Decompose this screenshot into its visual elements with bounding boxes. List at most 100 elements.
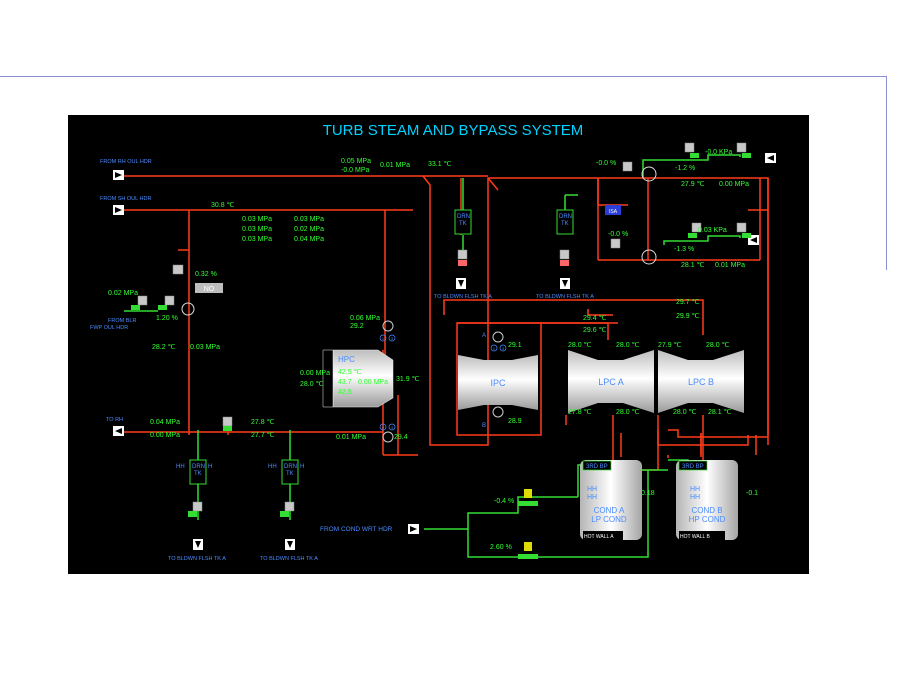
svg-text:-1.3 %: -1.3 % xyxy=(674,246,694,253)
svg-text:42.5 ℃: 42.5 ℃ xyxy=(338,369,362,376)
svg-text:HH: HH xyxy=(268,464,277,470)
svg-text:29.6 ℃: 29.6 ℃ xyxy=(583,327,607,334)
svg-text:4: 4 xyxy=(391,425,394,430)
svg-text:HH: HH xyxy=(587,486,597,493)
svg-text:HH: HH xyxy=(176,464,185,470)
ipc-valve-a-label: A xyxy=(482,333,486,339)
svg-text:0.18: 0.18 xyxy=(641,490,655,497)
svg-text:0.04 MPa: 0.04 MPa xyxy=(294,236,324,243)
svg-text:0.00 MPa: 0.00 MPa xyxy=(300,370,330,377)
to-bldwn-1-label: TO BLDWN FLSH TK A xyxy=(434,294,492,300)
svg-text:2.60 %: 2.60 % xyxy=(490,544,512,551)
svg-text:-0.0 KPa: -0.0 KPa xyxy=(705,149,732,156)
condenser-a-text: 3RD BP HH HH COND A LP COND HOT WALL A xyxy=(584,464,627,540)
steam-pipes xyxy=(124,175,769,471)
svg-text:DRN: DRN xyxy=(192,464,205,470)
hpc-label: HPC xyxy=(338,355,355,364)
to-bldwn-2-label: TO BLDWN FLSH TK A xyxy=(536,294,594,300)
lpc-b-label: LPC B xyxy=(688,377,714,387)
svg-text:COND B: COND B xyxy=(691,506,722,515)
ipc-label: IPC xyxy=(490,378,506,388)
svg-text:TK: TK xyxy=(194,471,202,477)
svg-text:COND A: COND A xyxy=(594,506,625,515)
condenser-b-text: 3RD BP HH HH COND B HP COND HOT WALL B xyxy=(680,464,726,540)
svg-text:31.9 ℃: 31.9 ℃ xyxy=(396,376,420,383)
svg-text:0.05 MPa: 0.05 MPa xyxy=(341,158,371,165)
svg-text:DRN: DRN xyxy=(284,464,297,470)
from-sh-label: FROM SH OUL HDR xyxy=(100,196,151,202)
svg-text:H: H xyxy=(208,464,212,470)
svg-text:TK: TK xyxy=(286,471,294,477)
svg-text:28.1 ℃: 28.1 ℃ xyxy=(681,262,705,269)
svg-text:43.7: 43.7 xyxy=(338,379,352,386)
svg-text:0.03 MPa: 0.03 MPa xyxy=(190,344,220,351)
svg-text:0.06 MPa: 0.06 MPa xyxy=(350,315,380,322)
svg-text:33.1 ℃: 33.1 ℃ xyxy=(428,161,452,168)
drain-tanks xyxy=(189,209,574,485)
valves[interactable] xyxy=(131,142,751,559)
lpc-a-turbine xyxy=(568,350,654,413)
svg-text:HH: HH xyxy=(690,494,700,501)
svg-text:42.5: 42.5 xyxy=(338,389,352,396)
hpc-stop-valves[interactable] xyxy=(382,320,504,443)
svg-text:TK: TK xyxy=(459,221,467,227)
svg-text:1: 1 xyxy=(493,346,496,351)
svg-text:3: 3 xyxy=(391,336,394,341)
fwp-outl-label: FWP OUL HDR xyxy=(90,325,128,331)
svg-text:29.2: 29.2 xyxy=(350,323,364,330)
svg-text:DRN: DRN xyxy=(457,214,470,220)
frame-top-line xyxy=(0,76,887,77)
svg-text:29.4 ℃: 29.4 ℃ xyxy=(583,315,607,322)
to-bldwn-4-label: TO BLDWN FLSH TK A xyxy=(260,556,318,562)
svg-text:28.2 ℃: 28.2 ℃ xyxy=(152,344,176,351)
lpc-a-label: LPC A xyxy=(598,377,624,387)
svg-text:0.03 MPa: 0.03 MPa xyxy=(242,226,272,233)
svg-text:27.7 ℃: 27.7 ℃ xyxy=(251,432,275,439)
condenser-a xyxy=(580,460,642,540)
lpc-b-turbine xyxy=(658,350,744,413)
svg-text:0.03 MPa: 0.03 MPa xyxy=(242,216,272,223)
pump-icons[interactable] xyxy=(181,166,657,316)
svg-text:-1.2 %: -1.2 % xyxy=(675,165,695,172)
process-values: 0.05 MPa -0.0 MPa 0.01 MPa 33.1 ℃ 30.8 ℃… xyxy=(108,149,758,551)
ipc-turbine xyxy=(458,355,538,410)
no-button[interactable] xyxy=(195,283,223,293)
svg-text:HOT WALL A: HOT WALL A xyxy=(584,534,614,540)
condenser-b xyxy=(676,460,738,540)
svg-text:0.00 MPa: 0.00 MPa xyxy=(719,181,749,188)
svg-text:H: H xyxy=(300,464,304,470)
from-rh-label: FROM RH OUL HDR xyxy=(100,159,152,165)
svg-text:LP COND: LP COND xyxy=(591,515,627,524)
svg-text:27.8 ℃: 27.8 ℃ xyxy=(251,419,275,426)
svg-text:30.8 ℃: 30.8 ℃ xyxy=(211,202,235,209)
svg-text:0.03 MPa: 0.03 MPa xyxy=(294,216,324,223)
svg-text:29.4: 29.4 xyxy=(394,434,408,441)
ipc-valve-b-label: B xyxy=(482,423,486,429)
svg-text:28.0 ℃: 28.0 ℃ xyxy=(616,409,640,416)
svg-text:HH: HH xyxy=(587,494,597,501)
isa-button[interactable] xyxy=(605,205,621,215)
svg-text:DRN: DRN xyxy=(559,214,572,220)
svg-text:1.20 %: 1.20 % xyxy=(156,315,178,322)
svg-text:28.0 ℃: 28.0 ℃ xyxy=(673,409,697,416)
svg-text:28.0 ℃: 28.0 ℃ xyxy=(568,342,592,349)
svg-text:29.1: 29.1 xyxy=(508,342,522,349)
svg-text:0.04 MPa: 0.04 MPa xyxy=(150,419,180,426)
frame-right-line xyxy=(886,76,887,270)
svg-text:HP COND: HP COND xyxy=(689,515,726,524)
turbine-steam-diagram: TURB STEAM AND BYPASS SYSTEM xyxy=(68,115,809,574)
svg-text:0.03 KPa: 0.03 KPa xyxy=(698,227,727,234)
svg-text:2: 2 xyxy=(382,425,385,430)
svg-text:0.03 MPa: 0.03 MPa xyxy=(242,236,272,243)
to-rh-label: TO RH xyxy=(106,417,123,423)
pipe-labels: FROM RH OUL HDR FROM SH OUL HDR FROM BLR… xyxy=(90,159,594,562)
svg-text:0.00 MPa: 0.00 MPa xyxy=(358,379,388,386)
svg-text:1: 1 xyxy=(382,336,385,341)
svg-text:-0.0 %: -0.0 % xyxy=(608,231,628,238)
diagram-title: TURB STEAM AND BYPASS SYSTEM xyxy=(323,122,584,139)
svg-text:29.9 ℃: 29.9 ℃ xyxy=(676,313,700,320)
to-bldwn-3-label: TO BLDWN FLSH TK A xyxy=(168,556,226,562)
terminal-arrows xyxy=(113,153,776,550)
svg-text:0.32 %: 0.32 % xyxy=(195,271,217,278)
